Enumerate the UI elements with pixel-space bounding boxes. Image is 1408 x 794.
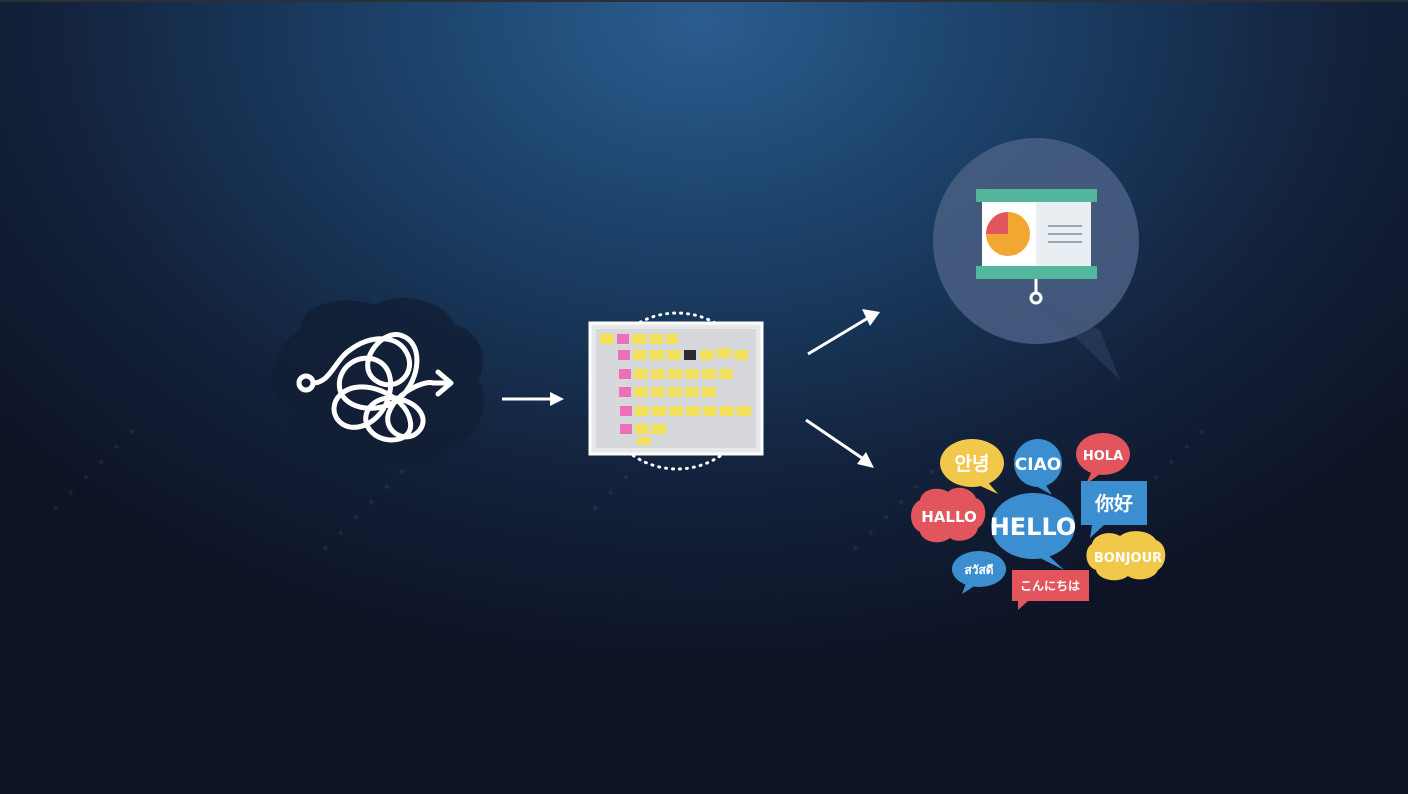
svg-text:· · · · · ·: · · · · · ·	[38, 414, 150, 526]
speech-bubbles-icon: 안녕 CIAO HOLA HALLO HE	[911, 433, 1166, 610]
bubble-bonjour: BONJOUR	[1086, 531, 1166, 581]
bubble-ciao-text: CIAO	[1015, 455, 1061, 475]
tangled-brain-icon	[271, 297, 484, 497]
bubble-korean-text: 안녕	[955, 453, 990, 475]
bubble-ciao: CIAO	[1014, 439, 1062, 495]
bubble-hello: HELLO	[990, 493, 1077, 570]
top-border	[0, 0, 1408, 2]
bubble-hola-text: HOLA	[1083, 449, 1123, 464]
sticky-notes-board-photo	[588, 311, 764, 471]
bubble-chinese-text: 你好	[1094, 492, 1133, 515]
arrow-up-right	[807, 309, 880, 356]
bubble-bonjour-text: BONJOUR	[1094, 551, 1162, 566]
arrow-down-right	[805, 418, 874, 468]
bubble-japanese-text: こんにちは	[1020, 579, 1080, 593]
bubble-hello-text: HELLO	[990, 513, 1077, 541]
bubble-hallo-text: HALLO	[921, 508, 977, 526]
bubble-japanese: こんにちは	[1012, 570, 1089, 610]
presentation-board-icon	[933, 138, 1139, 380]
bubble-thai: สวัสดี	[952, 551, 1006, 594]
bubble-korean: 안녕	[940, 439, 1004, 494]
bubble-hallo: HALLO	[911, 487, 986, 543]
bubble-thai-text: สวัสดี	[964, 563, 993, 577]
arrow-right	[502, 392, 564, 406]
bubble-chinese: 你好	[1081, 481, 1147, 538]
bubble-hola: HOLA	[1076, 433, 1130, 484]
sticky-notes-grid	[600, 334, 751, 445]
